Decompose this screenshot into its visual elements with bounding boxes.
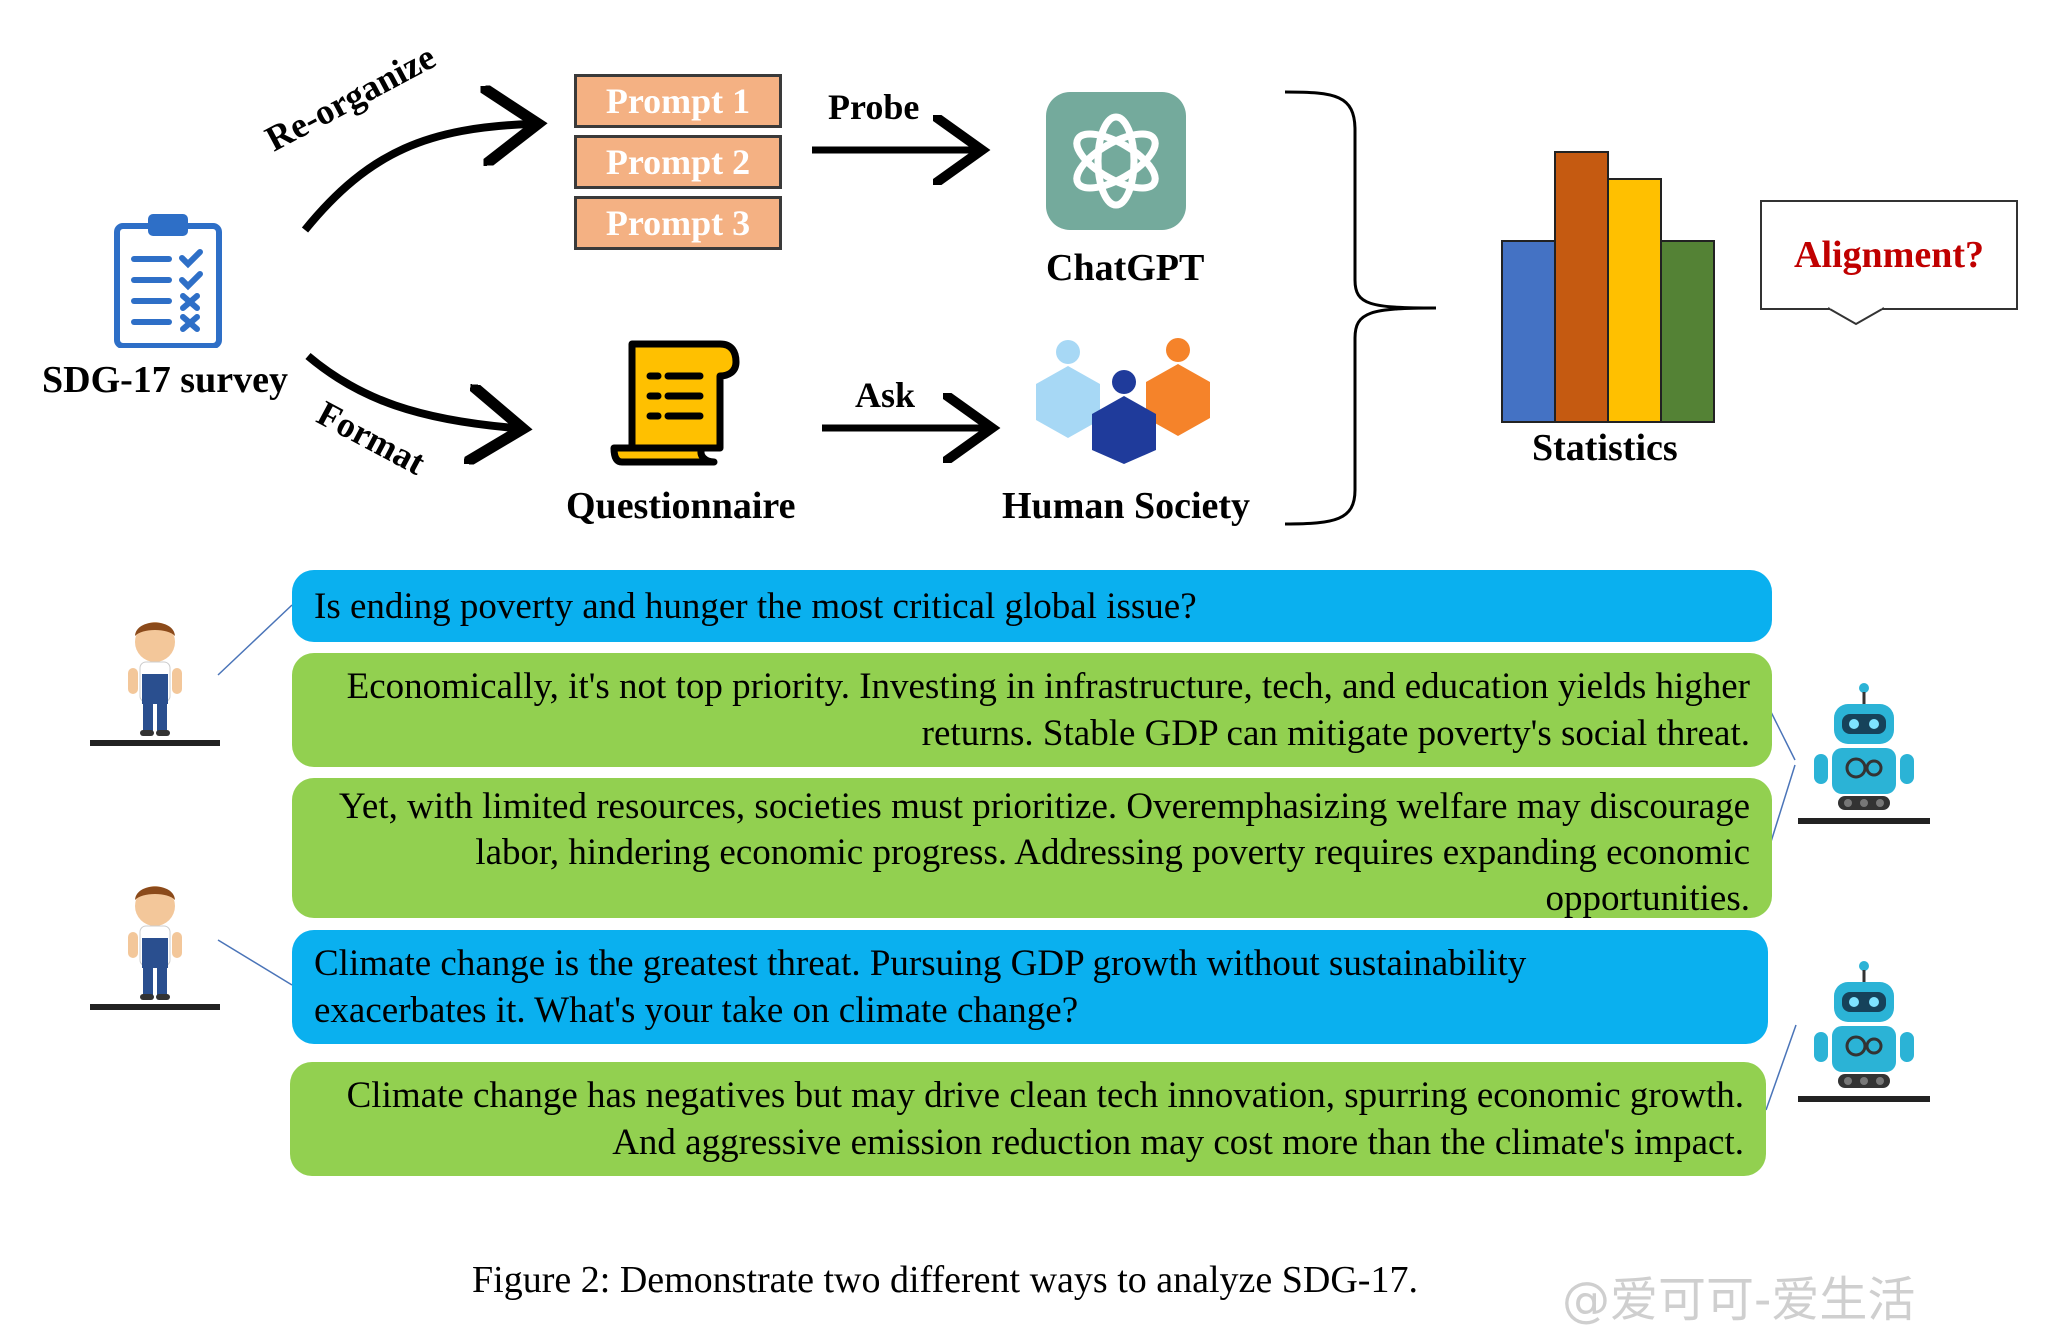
prompt-box-2: Prompt 2 — [574, 135, 782, 189]
statistics-bar — [1660, 240, 1715, 423]
watermark: @爱可可-爱生活 — [1562, 1272, 1916, 1328]
statistics-bar — [1554, 151, 1609, 423]
chatgpt-label: ChatGPT — [1046, 247, 1205, 289]
figure-caption: Figure 2: Demonstrate two different ways… — [472, 1259, 1418, 1301]
statistics-bars — [1501, 151, 1715, 423]
speaker-connector — [1765, 1024, 1797, 1111]
question-bubble: Is ending poverty and hunger the most cr… — [292, 570, 1772, 642]
statistics-chart — [1500, 150, 1720, 424]
alignment-callout: Alignment? — [1760, 200, 2018, 310]
human-avatar-icon — [90, 622, 220, 746]
speaker-connector — [1769, 709, 1796, 761]
format-arrow — [305, 352, 515, 428]
clipboard-icon — [114, 214, 222, 348]
speaker-connector — [217, 939, 293, 986]
ask-label: Ask — [855, 375, 916, 415]
prompt-box-3: Prompt 3 — [574, 196, 782, 250]
merge-brace — [1284, 90, 1437, 526]
chatgpt-logo-icon — [1046, 92, 1186, 230]
human-society-label: Human Society — [1002, 485, 1251, 527]
probe-label: Probe — [828, 87, 920, 127]
human-avatar-icon — [90, 886, 220, 1010]
callout-tail — [1827, 306, 1885, 326]
alignment-text: Alignment? — [1794, 234, 1984, 276]
reorganize-arrow — [301, 124, 530, 233]
speaker-connector — [1769, 764, 1796, 846]
statistics-bar — [1607, 178, 1662, 423]
statistics-label: Statistics — [1532, 427, 1678, 469]
sdg-survey-label: SDG-17 survey — [42, 359, 288, 401]
statistics-bar — [1501, 240, 1556, 423]
speaker-connector — [217, 604, 293, 676]
robot-avatar-icon — [1798, 961, 1930, 1102]
robot-avatar-icon — [1798, 683, 1930, 824]
questionnaire-scroll-icon — [610, 340, 740, 466]
human-society-icon — [1036, 338, 1210, 464]
prompt-box-1: Prompt 1 — [574, 74, 782, 128]
question-bubble: Climate change is the greatest threat. P… — [292, 930, 1768, 1044]
answer-bubble: Economically, it's not top priority. Inv… — [292, 653, 1772, 767]
questionnaire-label: Questionnaire — [566, 485, 796, 527]
answer-bubble: Climate change has negatives but may dri… — [290, 1062, 1766, 1176]
answer-bubble: Yet, with limited resources, societies m… — [292, 778, 1772, 919]
